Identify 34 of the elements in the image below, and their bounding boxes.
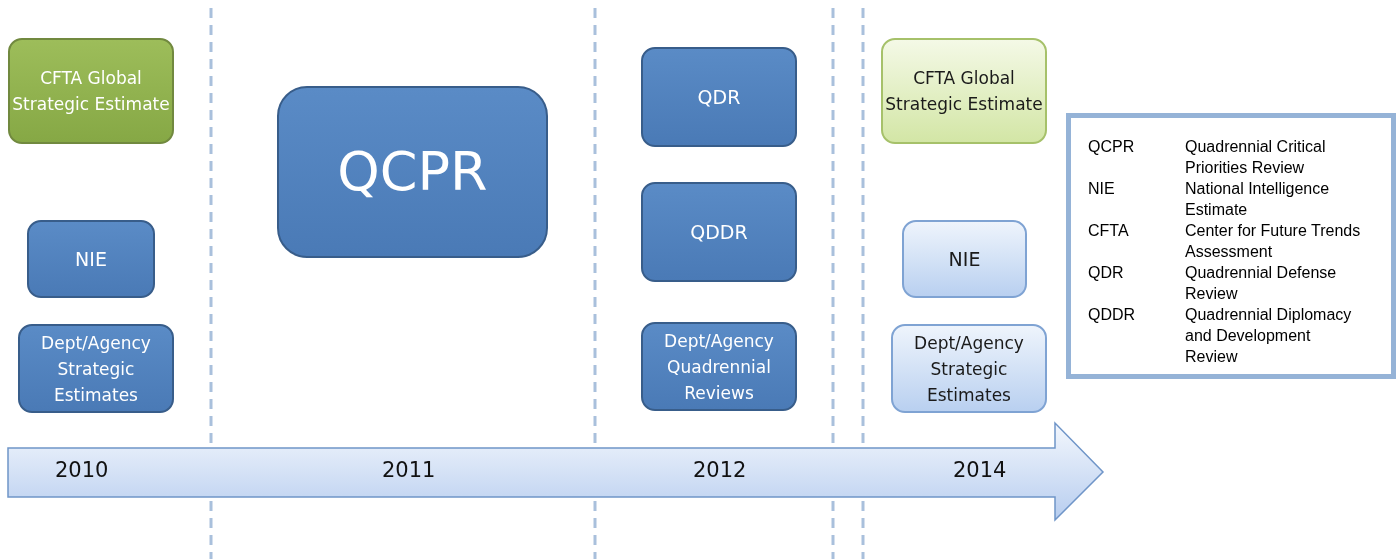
box-label: Dept/Agency Quadrennial Reviews	[663, 329, 775, 405]
box-label: QDR	[697, 85, 741, 110]
year-label: 2010	[55, 458, 109, 482]
box-label: QCPR	[337, 145, 488, 199]
rounded-box	[881, 38, 1047, 144]
rounded-box	[891, 324, 1047, 413]
definition-text: Quadrennial Critical Priorities Review	[1185, 137, 1327, 178]
year-label: 2012	[693, 458, 747, 482]
rounded-box	[641, 182, 797, 282]
year-label: 2011	[382, 458, 436, 482]
rounded-box	[8, 38, 174, 144]
box-label: CFTA Global Strategic Estimate	[884, 67, 1044, 116]
rounded-box	[277, 86, 548, 258]
box-label: NIE	[75, 247, 107, 272]
box-label: NIE	[948, 247, 981, 272]
rounded-box	[641, 322, 797, 411]
abbreviation-text: CFTA	[1088, 221, 1129, 241]
definition-text: National Intelligence Estimate	[1185, 179, 1331, 220]
box-label: Dept/Agency Strategic Estimates	[40, 331, 152, 407]
rounded-box	[902, 220, 1027, 298]
rounded-box	[18, 324, 174, 413]
box-label: Dept/Agency Strategic Estimates	[913, 331, 1025, 407]
box-label: CFTA Global Strategic Estimate	[11, 67, 171, 116]
abbreviation-text: QCPR	[1088, 137, 1135, 157]
definition-text: Quadrennial Defense Review	[1185, 263, 1338, 304]
box-label: QDDR	[690, 220, 748, 245]
abbreviation-text: QDR	[1088, 263, 1124, 283]
definition-text: Quadrennial Diplomacy and Development Review	[1185, 305, 1353, 367]
rounded-box	[641, 47, 797, 147]
abbreviation-text: NIE	[1088, 179, 1115, 199]
rounded-box	[27, 220, 155, 298]
year-label: 2014	[953, 458, 1007, 482]
abbreviation-text: QDDR	[1088, 305, 1136, 325]
definition-text: Center for Future Trends Assessment	[1185, 221, 1362, 262]
